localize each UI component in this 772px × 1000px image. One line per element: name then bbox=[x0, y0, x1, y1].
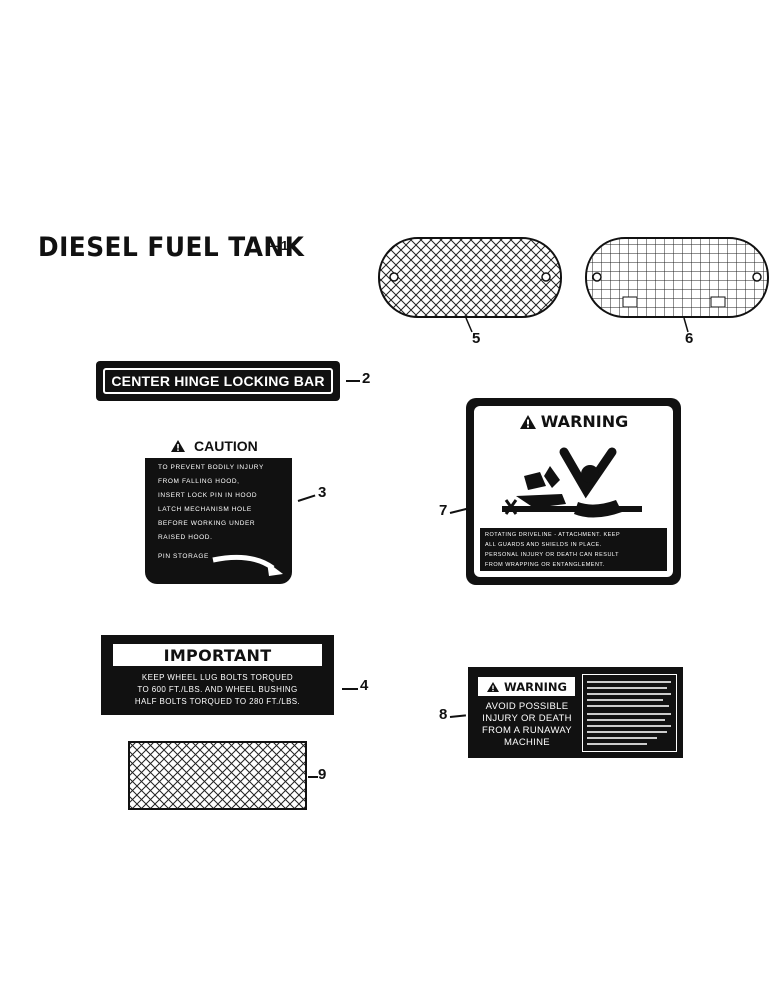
warning-label: WARNING bbox=[540, 412, 629, 431]
fine-print-box bbox=[582, 674, 677, 752]
important-line: KEEP WHEEL LUG BOLTS TORQUED bbox=[141, 673, 294, 682]
callout-5: 5 bbox=[472, 330, 481, 347]
runaway-warning-decal: WARNING AVOID POSSIBLE INJURY OR DEATH F… bbox=[468, 667, 683, 758]
callout-3: 3 bbox=[318, 484, 327, 501]
callout-2: 2 bbox=[362, 370, 371, 387]
warning-line: MACHINE bbox=[504, 737, 550, 748]
pin-storage-label: PIN STORAGE bbox=[158, 553, 209, 560]
caution-line: BEFORE WORKING UNDER bbox=[158, 520, 256, 527]
warning-triangle-icon bbox=[487, 681, 500, 692]
warning-triangle-icon bbox=[171, 440, 185, 452]
callout-8: 8 bbox=[439, 706, 448, 723]
warning-label: WARNING bbox=[504, 679, 567, 694]
rectangular-mesh-grille bbox=[128, 741, 307, 810]
caution-line: TO PREVENT BODILY INJURY bbox=[158, 464, 264, 471]
warning-heading: WARNING bbox=[474, 412, 673, 431]
warning-line: PERSONAL INJURY OR DEATH CAN RESULT bbox=[485, 552, 619, 558]
important-decal: IMPORTANT KEEP WHEEL LUG BOLTS TORQUED T… bbox=[101, 635, 334, 715]
warning-line: AVOID POSSIBLE bbox=[485, 701, 569, 712]
warning-heading: WARNING bbox=[478, 677, 575, 696]
callout-6: 6 bbox=[685, 330, 694, 347]
caution-line: RAISED HOOD. bbox=[158, 534, 213, 541]
callout-9: 9 bbox=[318, 766, 327, 783]
entanglement-pictogram-icon bbox=[502, 447, 642, 518]
center-hinge-label: CENTER HINGE LOCKING BAR bbox=[103, 368, 333, 394]
warning-line: FROM A RUNAWAY bbox=[482, 725, 572, 736]
warning-line: FROM WRAPPING OR ENTANGLEMENT. bbox=[485, 562, 605, 568]
caution-line: INSERT LOCK PIN IN HOOD bbox=[158, 492, 258, 499]
callout-4: 4 bbox=[360, 677, 369, 694]
callout-1: —1 bbox=[268, 238, 289, 253]
warning-line: INJURY OR DEATH bbox=[482, 713, 572, 724]
caution-decal: TO PREVENT BODILY INJURY FROM FALLING HO… bbox=[145, 458, 292, 584]
caution-heading: CAUTION bbox=[170, 438, 258, 454]
center-hinge-decal: CENTER HINGE LOCKING BAR bbox=[96, 361, 340, 401]
important-line: HALF BOLTS TORQUED TO 280 FT./LBS. bbox=[134, 697, 301, 706]
important-heading: IMPORTANT bbox=[113, 644, 322, 666]
warning-triangle-icon bbox=[519, 414, 536, 429]
entanglement-warning-decal: WARNING ROTATING DRIVELINE - ATTACHMENT.… bbox=[466, 398, 681, 585]
callout-7: 7 bbox=[439, 502, 448, 519]
important-line: TO 600 FT./LBS. AND WHEEL BUSHING bbox=[137, 685, 298, 694]
oval-mesh-grille bbox=[378, 237, 562, 318]
warning-line: ROTATING DRIVELINE - ATTACHMENT. KEEP bbox=[485, 532, 621, 538]
page-title: DIESEL FUEL TANK bbox=[38, 232, 305, 263]
warning-line: ALL GUARDS AND SHIELDS IN PLACE. bbox=[485, 542, 602, 548]
curved-arrow-icon bbox=[212, 554, 283, 576]
oval-grid-grille bbox=[585, 237, 769, 318]
caution-line: LATCH MECHANISM HOLE bbox=[158, 506, 252, 513]
warning-text-box: ROTATING DRIVELINE - ATTACHMENT. KEEP AL… bbox=[480, 528, 667, 571]
caution-line: FROM FALLING HOOD, bbox=[158, 478, 240, 485]
caution-label: CAUTION bbox=[194, 438, 258, 454]
